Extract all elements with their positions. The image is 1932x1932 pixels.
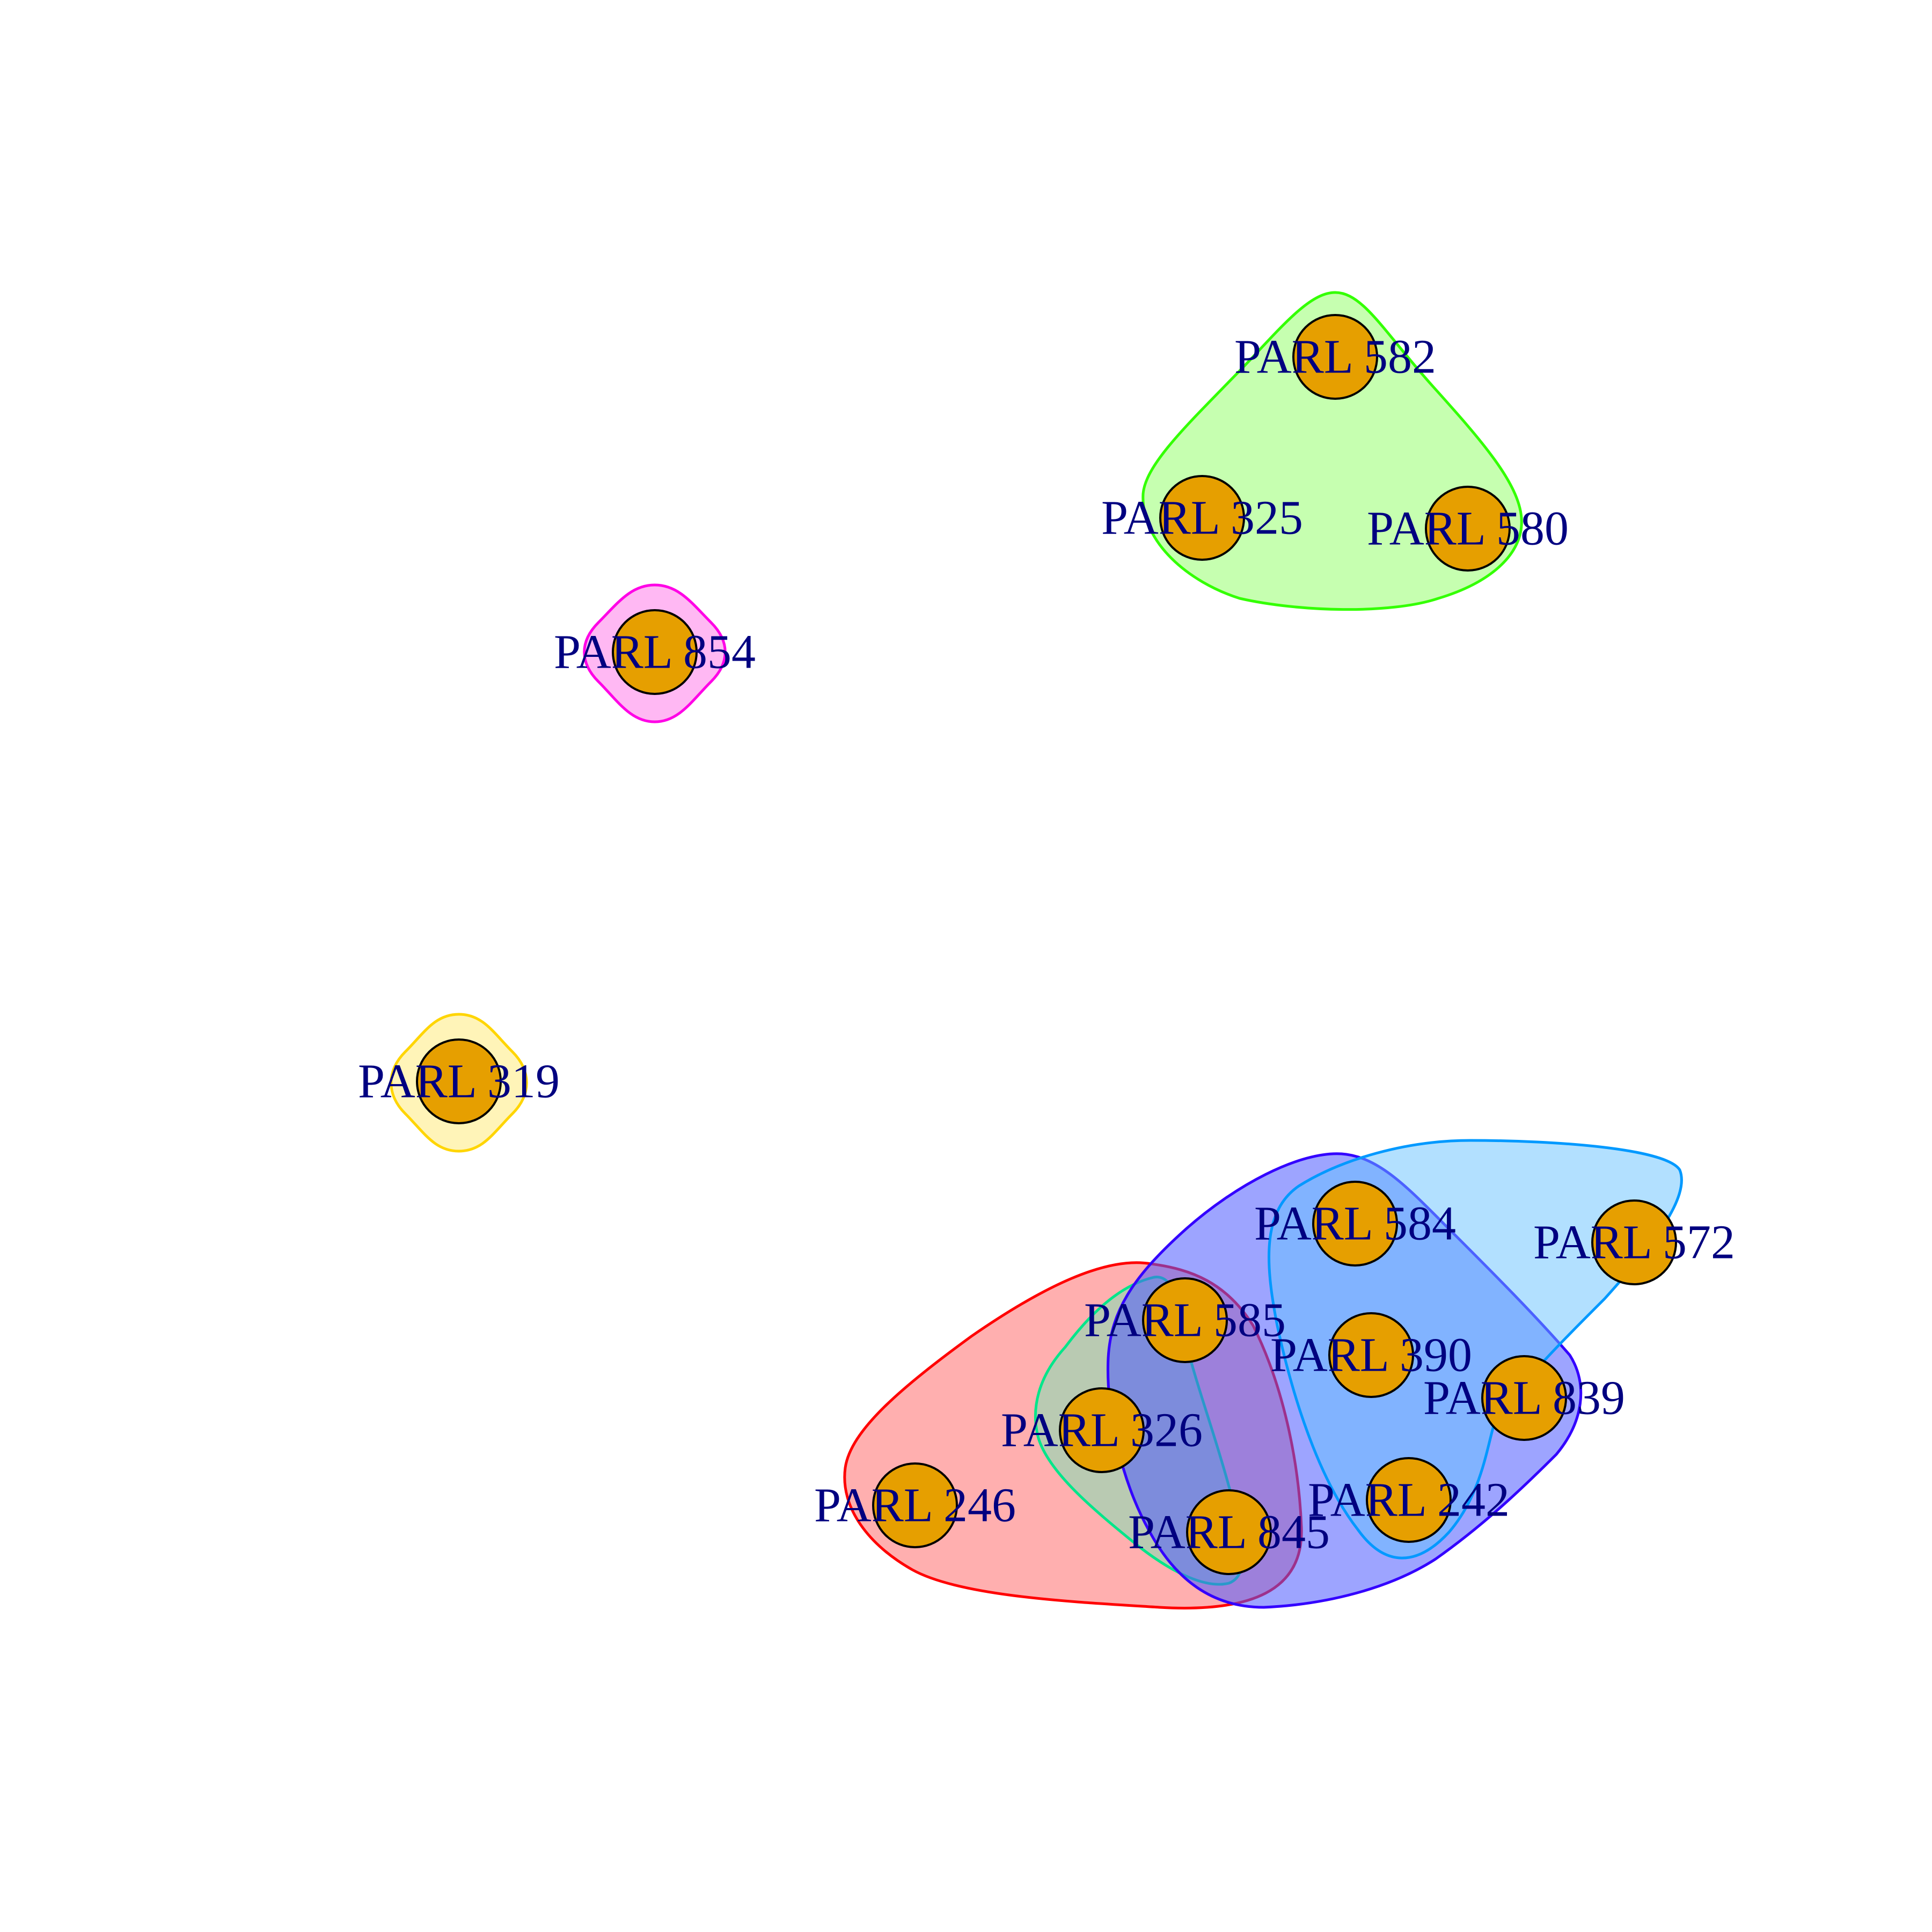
node-label: PARL 246 (814, 1479, 1016, 1532)
node-label: PARL 580 (1367, 502, 1569, 555)
node-parl-572[interactable] (1591, 1199, 1677, 1285)
node-parl-582[interactable] (1292, 314, 1378, 400)
node-parl-242[interactable] (1366, 1457, 1452, 1543)
node-parl-246[interactable] (872, 1462, 958, 1548)
node-label: PARL 854 (554, 626, 756, 679)
node-parl-390[interactable] (1328, 1312, 1414, 1398)
node-label: PARL 325 (1101, 492, 1303, 545)
node-parl-585[interactable] (1142, 1277, 1228, 1363)
node-label: PARL 584 (1254, 1197, 1456, 1250)
node-label: PARL 242 (1308, 1474, 1510, 1527)
node-label: PARL 839 (1423, 1372, 1625, 1425)
node-parl-326[interactable] (1059, 1387, 1145, 1473)
node-label: PARL 390 (1270, 1329, 1472, 1382)
node-label: PARL 582 (1234, 331, 1436, 384)
node-parl-584[interactable] (1312, 1181, 1398, 1267)
node-parl-319[interactable] (416, 1038, 502, 1124)
node-label: PARL 845 (1128, 1506, 1330, 1559)
node-label: PARL 326 (1001, 1404, 1203, 1457)
node-parl-839[interactable] (1481, 1355, 1567, 1441)
node-label: PARL 319 (358, 1055, 560, 1108)
node-parl-854[interactable] (612, 609, 698, 695)
nodes (416, 314, 1677, 1575)
node-label: PARL 572 (1533, 1216, 1735, 1269)
node-parl-325[interactable] (1159, 475, 1245, 561)
node-label: PARL 585 (1084, 1294, 1286, 1347)
node-parl-580[interactable] (1425, 486, 1511, 572)
node-parl-845[interactable] (1186, 1489, 1272, 1575)
